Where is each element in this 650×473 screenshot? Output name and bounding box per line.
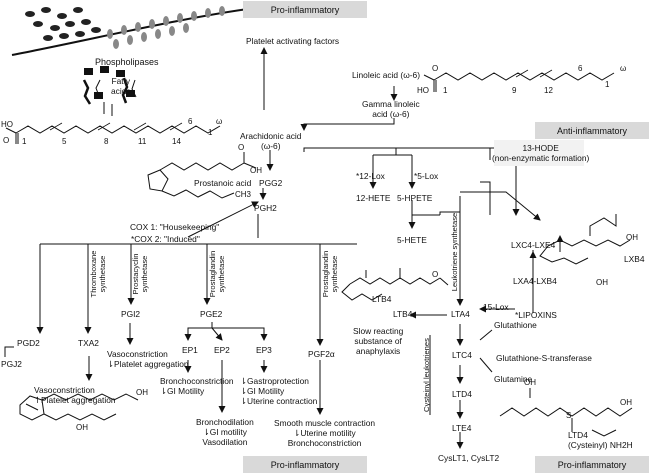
leukotriene-synthetase: Leukotriene synthetase (450, 212, 459, 292)
txa-oh: OH (136, 388, 148, 397)
linoleic-acid-label: Linoleic acid (ω-6) (352, 70, 420, 80)
pgg2: PGG2 (259, 178, 283, 188)
cox2-label: *COX 2: "Induced" (131, 234, 200, 244)
la-c12: 12 (544, 86, 553, 95)
pro-inflammatory-banner-top: Pro-inflammatory (243, 1, 367, 18)
ep1: EP1 (182, 345, 198, 355)
pgd2: PGD2 (17, 338, 40, 348)
ltd4-s: S (566, 411, 572, 420)
platelet-activating-factors: Platelet activating factors (246, 36, 340, 46)
la-c6: 6 (578, 64, 583, 73)
lx-oh2: OH (596, 278, 608, 287)
lipoxins: *LIPOXINS (515, 310, 557, 320)
cyslt-receptors: CysLT1, CysLT2 (438, 453, 500, 463)
15-lox: 15-Lox (483, 302, 509, 312)
phospholipases-label: Phospholipases (95, 57, 159, 67)
la-ho: HO (417, 86, 429, 95)
la-omega: ω (620, 64, 627, 73)
ltb4-oh: O (432, 270, 439, 279)
thromboxane-structure (19, 393, 139, 421)
glutamine: Glutamine (494, 374, 533, 384)
hode-box (494, 140, 584, 166)
cysteinyl-leukotrienes: Cysteinyl leukotrienes (422, 338, 431, 412)
prostanoic-ch3: CH3 (235, 190, 252, 199)
ltc4: LTC4 (452, 350, 472, 360)
la-c9: 9 (512, 86, 517, 95)
lxc4-lxe4: LXC4-LXE4 (511, 240, 556, 250)
ep2: EP2 (214, 345, 230, 355)
pge2: PGE2 (200, 309, 223, 319)
5-lox: *5-Lox (414, 171, 439, 181)
lx-oh: OH (626, 233, 638, 242)
ep3: EP3 (256, 345, 272, 355)
anti-inflammatory-banner: Anti-inflammatory (535, 122, 649, 139)
5-hete: 5-HETE (397, 235, 427, 245)
ltb4-structure (341, 268, 449, 301)
ltd4-structure (499, 388, 633, 437)
txa2: TXA2 (78, 338, 99, 348)
ltd4-oh: OH (524, 378, 536, 387)
glutathione: Glutathione (494, 320, 537, 330)
txa-oh2: OH (76, 423, 88, 432)
pgf2a-effect: Smooth muscle contraction ⇂Uterine motil… (274, 418, 376, 448)
aa-c8: 8 (104, 137, 109, 146)
arachidonic-acid-label: Arachidonic acid (ω-6) (240, 131, 302, 151)
aa-c1: 1 (22, 137, 27, 146)
pro-inflammatory-banner-right: Pro-inflammatory (535, 456, 649, 473)
gamma-linoleic-label: Gamma linoleic acid (ω-6) (362, 99, 420, 119)
aa-c6: 6 (188, 117, 193, 126)
pgi2: PGI2 (121, 309, 141, 319)
pgh2: PGH2 (254, 203, 277, 213)
aa-omega1: 1 (208, 128, 213, 137)
la-c1: 1 (443, 86, 448, 95)
linoleic-acid-structure (423, 69, 615, 92)
ep2-effect: Bronchodilation ⇂GI motility Vasodilatio… (196, 417, 254, 447)
prostaglandin-synthetase-f: Prostaglandin synthetase (321, 250, 339, 298)
cox1-label: COX 1: "Housekeeping" (130, 222, 220, 232)
prostaglandin-synthetase-e: Prostaglandin synthetase (208, 250, 226, 298)
la-omega1: 1 (605, 80, 610, 89)
la-o: O (432, 64, 439, 73)
prostanoic-acid-structure (147, 152, 257, 199)
aa-omega: ω (216, 117, 223, 126)
12-lox: *12-Lox (356, 171, 385, 181)
prostanoic-o: O (238, 143, 245, 152)
txa2-effect: Vasoconstriction ↿Platelet aggregation (34, 385, 116, 405)
pgi2-effect: Vasoconstriction ⇂Platelet aggregation (107, 349, 189, 369)
lxa4-lxb4: LXA4-LXB4 (513, 276, 557, 286)
lta4: LTA4 (451, 309, 470, 319)
ep1-effect: Bronchoconstriction ⇂GI Motility (160, 376, 234, 396)
ltb4: LTB4 (393, 309, 413, 319)
5-hpete: 5-HPETE (397, 193, 433, 203)
pro-inflammatory-banner-bottom: Pro-inflammatory (243, 456, 367, 473)
prostanoic-oh: OH (250, 166, 262, 175)
aa-c5: 5 (62, 137, 67, 146)
13-hode-label: 13-HODE (non-enzymatic formation) (492, 143, 590, 163)
lte4: LTE4 (452, 423, 472, 433)
prostacyclin-synthetase: Prostacyclin synthetase (131, 253, 149, 295)
glutathione-s-transferase: Glutathione-S-transferase (496, 353, 592, 363)
thromboxane-synthetase: Thromboxane synthetase (89, 250, 107, 298)
ltb4-structure-label: LTB4 (372, 294, 392, 304)
12-hete: 12-HETE (356, 193, 391, 203)
srs-a: Slow reacting substance of anaphylaxis (353, 326, 404, 356)
aa-c14: 14 (172, 137, 181, 146)
cell-membrane (11, 6, 256, 116)
pgf2a: PGF2α (308, 349, 335, 359)
lxb4: LXB4 (624, 254, 645, 264)
ltd4-structure-label: LTD4 (Cysteinyl) NH2H (568, 430, 633, 450)
lxb4-structure (539, 214, 631, 265)
aa-o: O (3, 136, 10, 145)
pgj2: PGJ2 (1, 359, 22, 369)
prostanoic-acid-label: Prostanoic acid (194, 178, 252, 188)
ltd4-oh2: OH (620, 398, 632, 407)
ep3-effect: ⇂Gastroprotection ⇂GI Motility ⇂Uterine … (240, 376, 318, 406)
aa-c11: 11 (138, 137, 147, 146)
arachidonic-acid-structure (5, 122, 221, 144)
fatty-acids-label: Fatty acids (111, 76, 131, 96)
ltd4: LTD4 (452, 389, 472, 399)
aa-ho: HO (1, 120, 13, 129)
